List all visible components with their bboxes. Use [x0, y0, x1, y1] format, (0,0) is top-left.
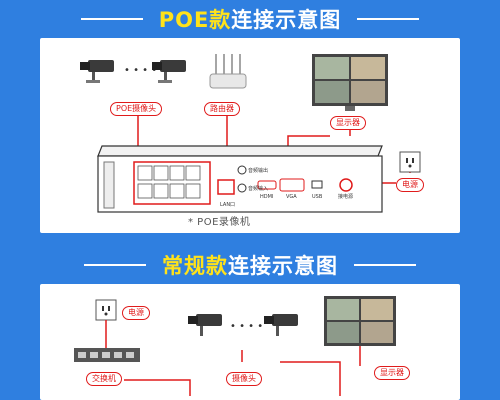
poe-diagram-panel: • • • • [40, 38, 460, 233]
title2-divider-left [84, 264, 146, 266]
regular-diagram-panel: • • • • 电源 交换机 摄像头 显示器 [40, 284, 460, 400]
label-switch: 交换机 [86, 372, 122, 386]
section1-title-band: POE款连接示意图 [0, 0, 500, 38]
port-usb-text: USB [312, 194, 323, 200]
label-power: 电源 [396, 178, 424, 192]
poe-camera-left-icon [80, 60, 114, 83]
port-audio-out-text: 音频输出 [248, 167, 268, 174]
section2-title: 常规款连接示意图 [162, 250, 338, 280]
regular-diagram-svg: • • • • [74, 296, 396, 396]
title2-divider-right [354, 264, 416, 266]
section1-title-rest: 连接示意图 [231, 8, 342, 32]
nvr-caption: * POE录像机 [188, 217, 251, 228]
section2-title-highlight: 常规款 [162, 254, 228, 278]
title-divider-right [357, 18, 420, 20]
monitor-icon [312, 54, 388, 111]
power-outlet-icon [399, 151, 421, 173]
label-power-2: 电源 [122, 306, 150, 320]
port-vga-text: VGA [286, 194, 297, 200]
label-router: 路由器 [204, 102, 240, 116]
power-outlet-2-icon [95, 299, 117, 321]
port-audio-in-text: 音频输入 [248, 185, 268, 192]
section2-title-rest: 连接示意图 [228, 254, 338, 278]
camera-right-icon [264, 314, 298, 336]
poe-diagram-svg: • • • • [80, 54, 421, 213]
label-monitor: 显示器 [330, 116, 366, 130]
section2-title-band: 常规款连接示意图 [0, 246, 500, 284]
router-icon [209, 54, 247, 89]
svg-text:• • • •: • • • • [124, 65, 157, 76]
label-poe-camera: POE摄像头 [110, 102, 163, 116]
port-lan-text: LAN口 [220, 202, 235, 208]
title-divider-left [80, 18, 143, 20]
section1-title-highlight: POE款 [158, 8, 232, 32]
nvr-device-icon [97, 145, 383, 213]
port-power-text: 接电源 [338, 193, 353, 200]
label-monitor-2: 显示器 [374, 366, 410, 380]
poe-camera-right-icon [152, 60, 186, 83]
monitor-2-icon [324, 296, 396, 346]
port-hdmi-text: HDMI [260, 194, 273, 200]
label-camera: 摄像头 [226, 372, 262, 386]
section1-title: POE款连接示意图 [159, 4, 342, 34]
network-switch-icon [74, 348, 140, 362]
svg-text:• • • •: • • • • [230, 321, 263, 332]
camera-left-icon [188, 314, 222, 336]
